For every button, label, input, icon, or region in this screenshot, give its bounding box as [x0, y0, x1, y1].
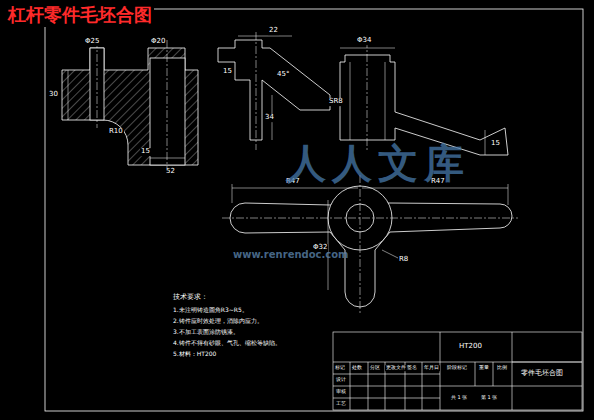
table-cell: 分区: [369, 365, 381, 371]
table-cell: 比例: [496, 365, 508, 371]
title-block: [333, 332, 582, 410]
table-cell: 审核: [335, 389, 347, 395]
dimension: 30: [48, 91, 59, 99]
note-line: 1.未注明铸造圆角R3~R5。: [172, 307, 249, 314]
dimension: R8: [398, 256, 409, 264]
note-line: 2.铸件应时效处理，消除内应力。: [172, 318, 264, 325]
drawing-title: 杠杆零件毛坯合图: [6, 3, 154, 27]
note-line: 3.不加工表面涂防锈漆。: [172, 329, 240, 336]
table-cell: 第 1 张: [480, 395, 498, 401]
material: HT200: [458, 343, 483, 351]
watermark-url: www.renrendoc.com: [232, 249, 350, 260]
dimension: Φ34: [356, 37, 372, 45]
table-cell: 处数: [351, 365, 363, 371]
table-cell: 共 1 张: [450, 395, 468, 401]
note-heading: 技术要求：: [172, 294, 209, 302]
front-view: [340, 55, 508, 155]
dimension: 15: [140, 148, 151, 156]
table-cell: 年月日: [423, 365, 440, 371]
table-cell: 设计: [335, 377, 347, 383]
dimension: 34: [264, 114, 275, 122]
table-cell: 重量: [478, 365, 490, 371]
dimension: 52: [165, 168, 176, 176]
dimension: 15: [222, 68, 233, 76]
section-view: [62, 48, 198, 165]
watermark: 人人文库: [285, 141, 471, 185]
dimension: SR8: [328, 98, 344, 106]
bore: [150, 58, 185, 165]
table-cell: 阶段标记: [446, 365, 468, 371]
dimension: Φ25: [84, 38, 100, 46]
table-cell: 签名: [406, 365, 418, 371]
dimension: 45°: [276, 71, 290, 79]
table-cell: 标记: [334, 365, 346, 371]
dimension: Φ20: [150, 38, 166, 46]
note-line: 5.材料：HT200: [172, 351, 217, 358]
side-view: [218, 40, 330, 140]
dimension: R10: [108, 128, 124, 136]
drawing-name: 零件毛坯合图: [520, 370, 564, 378]
drawing-frame: [45, 9, 583, 411]
dimension: 22: [268, 27, 279, 35]
dimension: 15: [490, 140, 501, 148]
note-line: 4.铸件不得有砂眼、气孔、缩松等缺陷。: [172, 340, 282, 347]
table-cell: 工艺: [335, 401, 347, 407]
